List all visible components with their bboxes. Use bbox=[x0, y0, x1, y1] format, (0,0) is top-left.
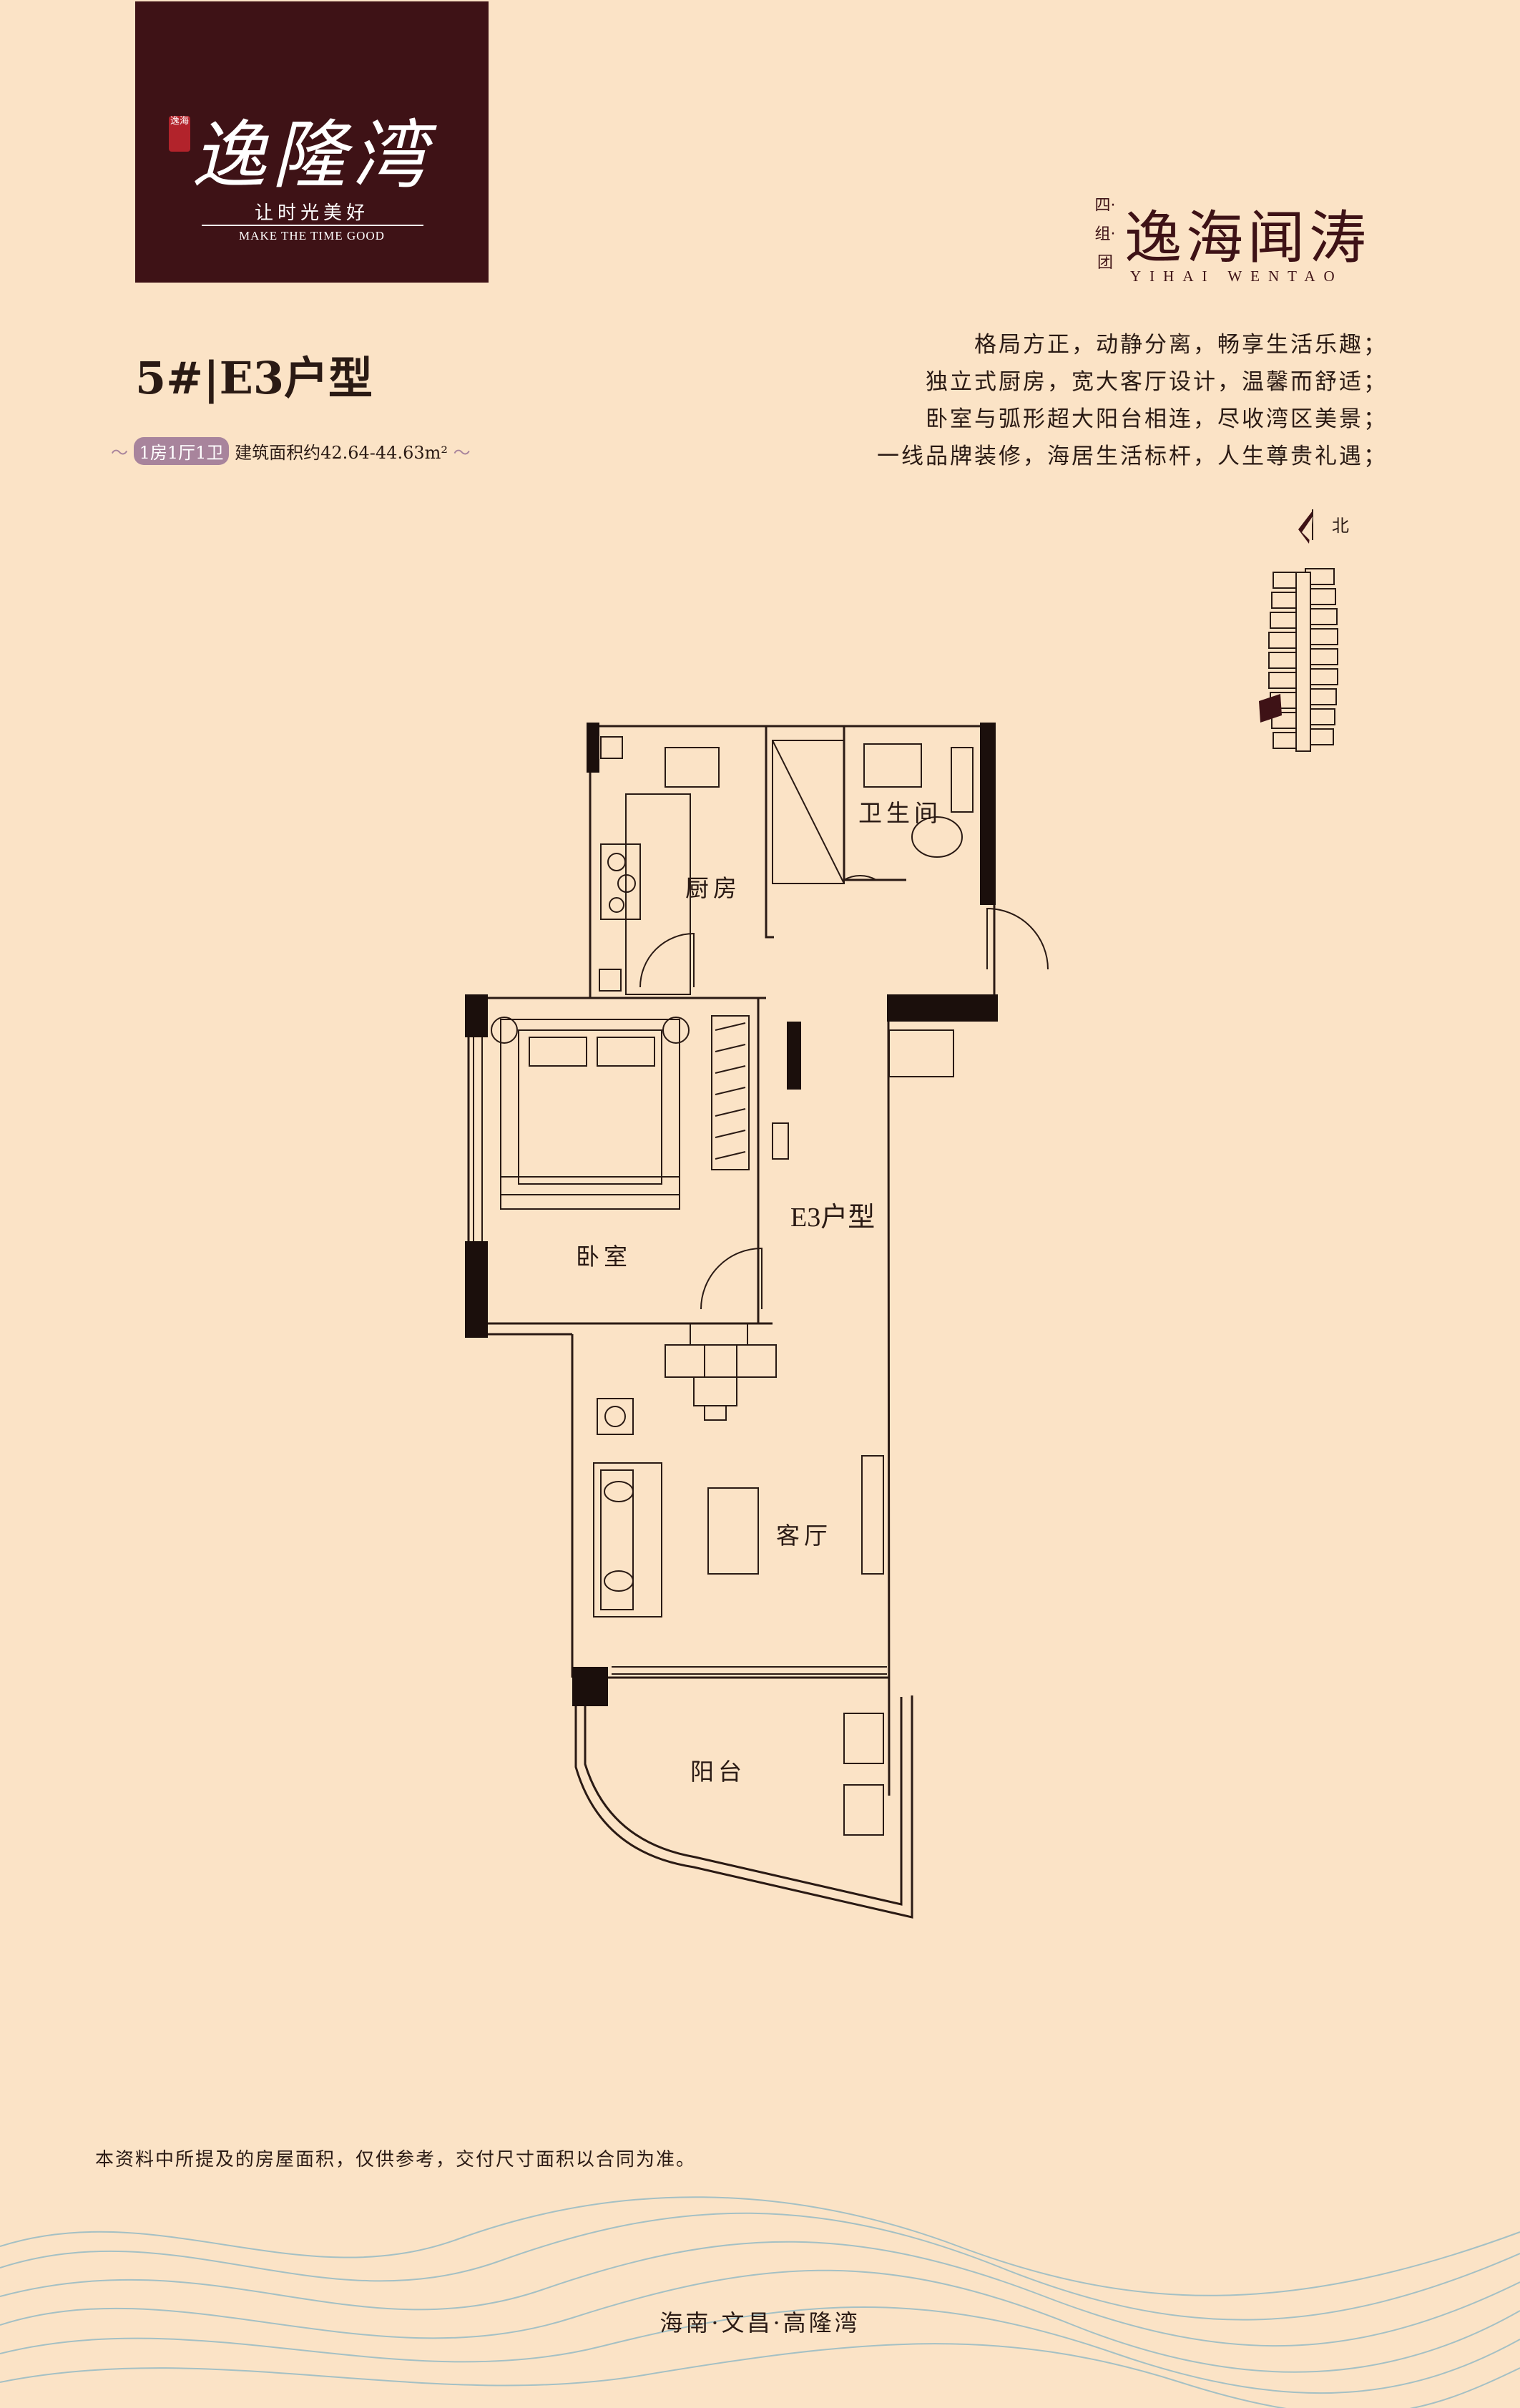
dining-set bbox=[665, 1323, 777, 1421]
room-label-balcony: 阳台 bbox=[690, 1758, 746, 1786]
location: 海南·文昌·高隆湾 bbox=[660, 2309, 860, 2336]
building-block-icon bbox=[1268, 568, 1338, 752]
floor-plan bbox=[465, 723, 1049, 1919]
compass-icon bbox=[1298, 509, 1313, 544]
unit-layout-badge: 1房1厅1卫 bbox=[133, 437, 230, 465]
entry-door bbox=[986, 907, 1049, 970]
wall-east bbox=[887, 998, 891, 1796]
disclaimer: 本资料中所提及的房屋面积，仅供参考，交付尺寸面积以合同为准。 bbox=[95, 2149, 697, 2170]
bed bbox=[491, 1017, 690, 1210]
wall-east-upper bbox=[888, 903, 996, 999]
key-plan bbox=[1259, 509, 1338, 752]
entry-cabinet bbox=[888, 1029, 954, 1077]
balcony-outline bbox=[574, 1688, 913, 1919]
bath-door bbox=[843, 858, 877, 881]
unit-ornament-right: 〜 bbox=[453, 443, 471, 463]
logo-seal: 逸海 bbox=[169, 116, 190, 152]
balcony-rail bbox=[584, 1697, 903, 1906]
description: 格局方正，动静分离，畅享生活乐趣； 独立式厨房，宽大客厅设计，温馨而舒适； 卧室… bbox=[801, 326, 1388, 475]
room-label-bathroom: 卫生间 bbox=[858, 799, 942, 827]
brand-logo: 逸海 逸隆湾 让时光美好 MAKE THE TIME GOOD bbox=[135, 1, 489, 283]
kitchen-door bbox=[639, 932, 695, 988]
unit-summary: 〜 1房1厅1卫 建筑面积约42.64-44.63m² 〜 bbox=[111, 437, 471, 465]
project-group-label: 四·组·团 bbox=[1094, 197, 1116, 272]
kitchen-fixtures bbox=[599, 736, 720, 995]
wall-solid bbox=[465, 723, 998, 1706]
logo-slogan-cn: 让时光美好 bbox=[254, 202, 369, 224]
project-pinyin: YIHAI WENTAO bbox=[1130, 268, 1343, 285]
logo-text: 逸隆湾 bbox=[191, 112, 432, 199]
room-label-kitchen: 厨房 bbox=[685, 874, 741, 902]
description-line: 卧室与弧形超大阳台相连，尽收湾区美景； bbox=[926, 406, 1388, 432]
balcony-slider bbox=[612, 1666, 887, 1675]
project-name: 逸海闻涛 bbox=[1124, 205, 1371, 271]
unit-ornament-left: 〜 bbox=[111, 443, 134, 463]
wave-decoration bbox=[0, 2196, 1520, 2408]
bedroom-door bbox=[700, 1247, 763, 1310]
wall-kitchen-east bbox=[765, 726, 774, 939]
description-line: 格局方正，动静分离，畅享生活乐趣； bbox=[974, 332, 1388, 358]
washer bbox=[843, 1713, 884, 1836]
unit-location-marker bbox=[1259, 694, 1282, 723]
logo-divider bbox=[202, 225, 423, 226]
plan-type-label: E3户型 bbox=[790, 1203, 876, 1233]
unit-title: 5#|E3户型 bbox=[135, 352, 373, 404]
north-label: 北 bbox=[1332, 516, 1349, 536]
wardrobe bbox=[711, 1015, 789, 1170]
living-furniture bbox=[707, 1455, 884, 1575]
description-line: 一线品牌装修，海居生活标杆，人生尊贵礼遇； bbox=[877, 444, 1388, 469]
logo-slogan-en: MAKE THE TIME GOOD bbox=[239, 229, 385, 243]
description-line: 独立式厨房，宽大客厅设计，温馨而舒适； bbox=[926, 369, 1388, 395]
bath-fixtures bbox=[772, 740, 974, 884]
window-bedroom bbox=[473, 1037, 483, 1241]
sofa bbox=[593, 1398, 662, 1617]
room-label-bedroom: 卧室 bbox=[576, 1243, 632, 1271]
unit-area: 建筑面积约42.64-44.63m² bbox=[235, 443, 448, 463]
room-label-living: 客厅 bbox=[776, 1522, 832, 1550]
